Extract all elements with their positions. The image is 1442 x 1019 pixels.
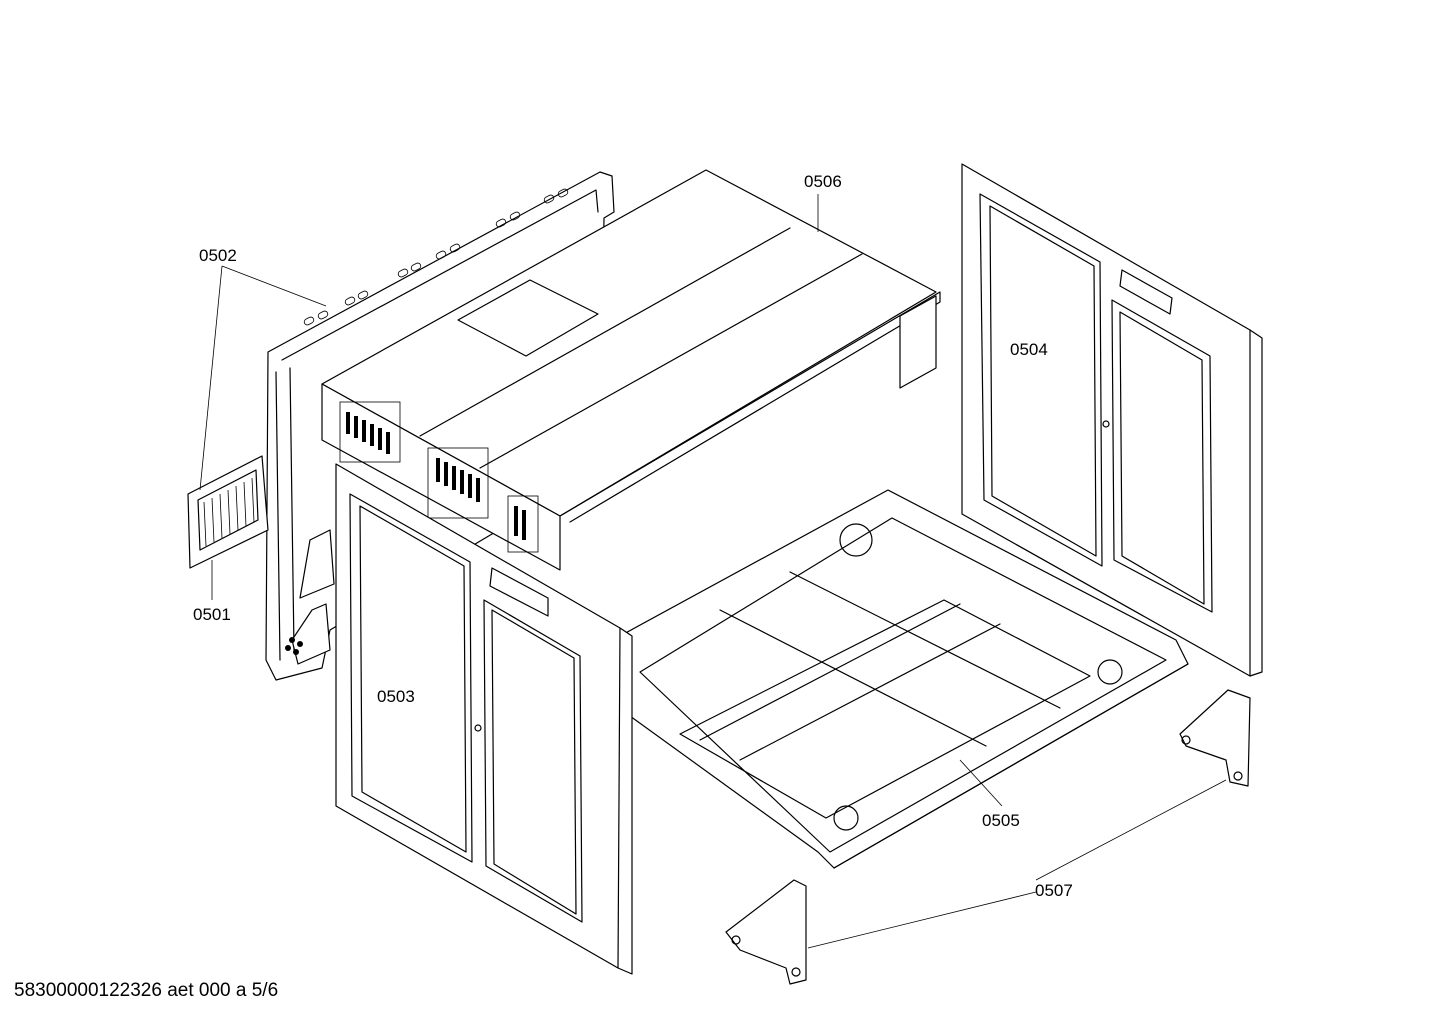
label-0501: 0501: [193, 605, 231, 624]
label-0503: 0503: [377, 687, 415, 706]
callout-labels: 0501 0502 0503 0504 0505 0506 0507: [193, 172, 1073, 900]
part-0505-bottom-tray: [619, 489, 1189, 869]
label-0505: 0505: [982, 811, 1020, 830]
part-0503-left-panel: [335, 463, 633, 975]
part-0507-bracket-left: [725, 879, 807, 985]
leader-lines: [199, 194, 1227, 949]
label-0507: 0507: [1035, 881, 1073, 900]
part-0501-grille: [187, 455, 269, 569]
part-0507-bracket-right: [1179, 689, 1251, 787]
label-0506: 0506: [804, 172, 842, 191]
label-0504: 0504: [1010, 340, 1048, 359]
document-footer: 58300000122326 aet 000 a 5/6: [14, 980, 279, 1001]
label-0502: 0502: [199, 246, 237, 265]
part-0504-right-panel: [961, 163, 1263, 677]
part-0506-top-housing: [321, 169, 941, 571]
